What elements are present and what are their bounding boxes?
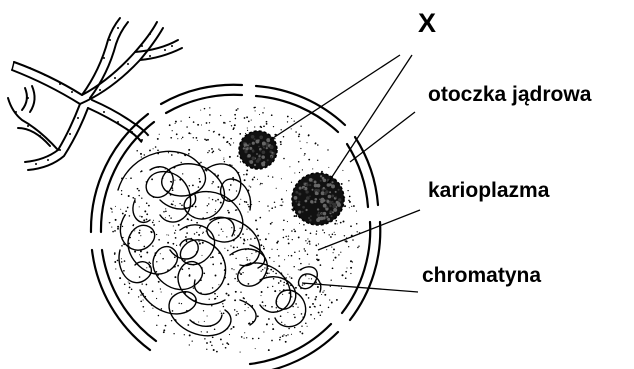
- nucleolus-upper: [239, 131, 277, 169]
- label-x: X: [418, 10, 436, 37]
- label-chromatin: chromatyna: [422, 265, 541, 286]
- label-nuclear-envelope: otoczka jądrowa: [428, 84, 591, 105]
- leader-x-to-upper-nucleolus: [270, 55, 400, 140]
- nucleolus-lower: [292, 173, 344, 225]
- leader-nuclear-envelope: [350, 112, 415, 162]
- karyoplasm: [107, 102, 363, 358]
- label-karyoplasm: karioplazma: [428, 180, 549, 201]
